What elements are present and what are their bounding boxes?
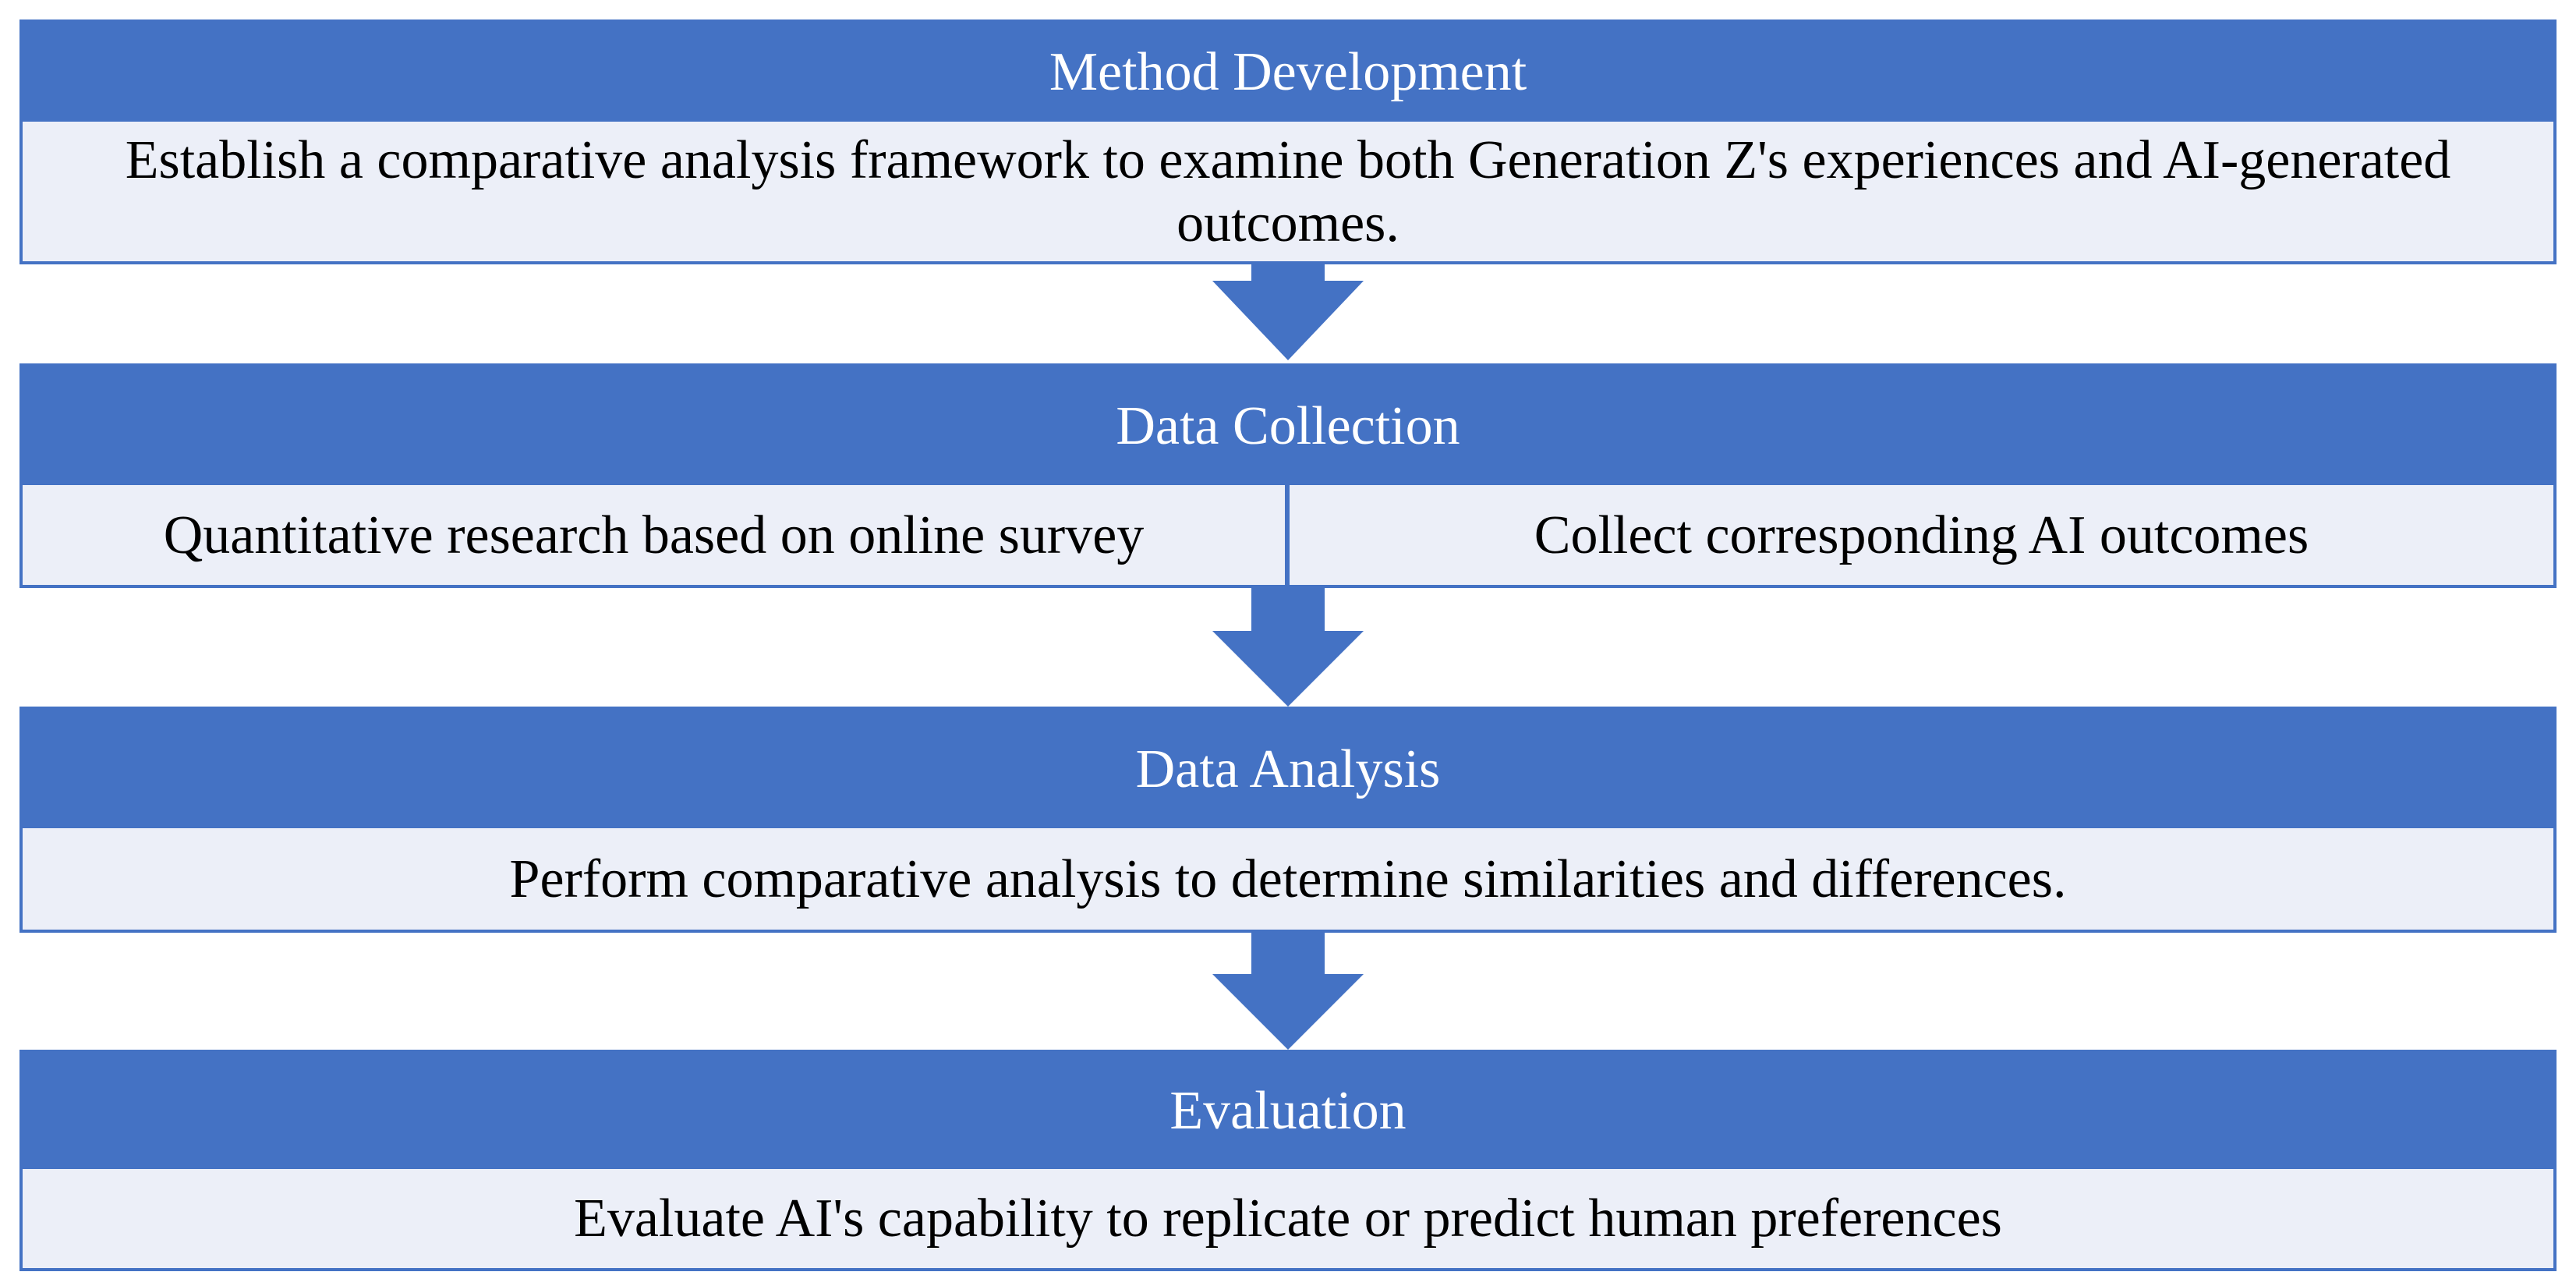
step-data-collection-body-left: Quantitative research based on online su… — [19, 482, 1288, 588]
step-evaluation-body: Evaluate AI's capability to replicate or… — [19, 1166, 2557, 1271]
step-title: Data Analysis — [1135, 739, 1441, 799]
step-description: Collect corresponding AI outcomes — [1534, 505, 2309, 565]
step-data-collection-header: Data Collection — [19, 363, 2557, 482]
step-description: Perform comparative analysis to determin… — [509, 848, 2067, 909]
step-title: Data Collection — [1116, 395, 1460, 456]
down-arrow-icon — [1212, 933, 1364, 1050]
step-data-analysis-header: Data Analysis — [19, 707, 2557, 825]
step-data-analysis-body: Perform comparative analysis to determin… — [19, 825, 2557, 933]
step-description: Evaluate AI's capability to replicate or… — [574, 1189, 2002, 1249]
step-description: Quantitative research based on online su… — [163, 505, 1145, 565]
down-arrow-icon — [1212, 588, 1364, 707]
step-title: Evaluation — [1169, 1081, 1407, 1141]
step-method-development-header: Method Development — [19, 19, 2557, 119]
step-description: Establish a comparative analysis framewo… — [125, 129, 2451, 253]
down-arrow-icon — [1212, 264, 1364, 360]
step-method-development-body: Establish a comparative analysis framewo… — [19, 119, 2557, 264]
step-data-collection-body-right: Collect corresponding AI outcomes — [1286, 482, 2557, 588]
step-title: Method Development — [1049, 42, 1527, 102]
step-evaluation-header: Evaluation — [19, 1050, 2557, 1166]
